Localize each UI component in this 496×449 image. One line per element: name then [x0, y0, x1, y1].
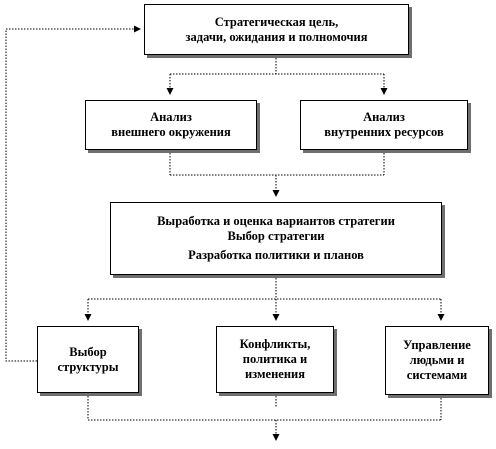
box-strategic-goal-line-1: Стратегическая цель, [214, 14, 339, 29]
box-strategic-goal-line-2: задачи, ожидания и полномочия [185, 29, 368, 44]
box-structure-choice-line-2: структуры [57, 359, 119, 374]
box-strategy-development: Выработка и оценка вариантов стратегии В… [110, 202, 442, 275]
box-external-analysis: Анализ внешнего окружения [85, 100, 257, 150]
box-internal-analysis: Анализ внутренних ресурсов [300, 100, 468, 150]
box-people-management-line-3: системами [406, 368, 468, 382]
box-people-management-line-1: Управление [403, 338, 471, 352]
box-conflicts-policy: Конфликты, политика и изменения [216, 326, 334, 393]
box-structure-choice-line-1: Выбор [69, 344, 107, 359]
box-strategic-goal: Стратегическая цель, задачи, ожидания и … [144, 4, 409, 55]
box-conflicts-policy-line-2: политика и [242, 352, 308, 366]
box-people-management: Управление людьми и системами [385, 326, 489, 395]
box-conflicts-policy-line-1: Конфликты, [239, 337, 311, 351]
box-strategy-development-line-1: Выработка и оценка вариантов стратегии [157, 214, 395, 228]
box-conflicts-policy-line-3: изменения [244, 367, 306, 381]
box-external-analysis-line-2: внешнего окружения [111, 125, 231, 139]
box-internal-analysis-line-1: Анализ [363, 110, 405, 124]
feedback-loop-line [5, 25, 141, 362]
box-structure-choice: Выбор структуры [37, 326, 139, 393]
box-external-analysis-line-1: Анализ [150, 110, 192, 124]
box-strategy-development-line-3: Разработка политики и планов [188, 248, 364, 262]
box-internal-analysis-line-2: внутренних ресурсов [324, 125, 444, 139]
box-people-management-line-2: людьми и [409, 353, 465, 367]
box-strategy-development-line-2: Выбор стратегии [227, 229, 325, 243]
